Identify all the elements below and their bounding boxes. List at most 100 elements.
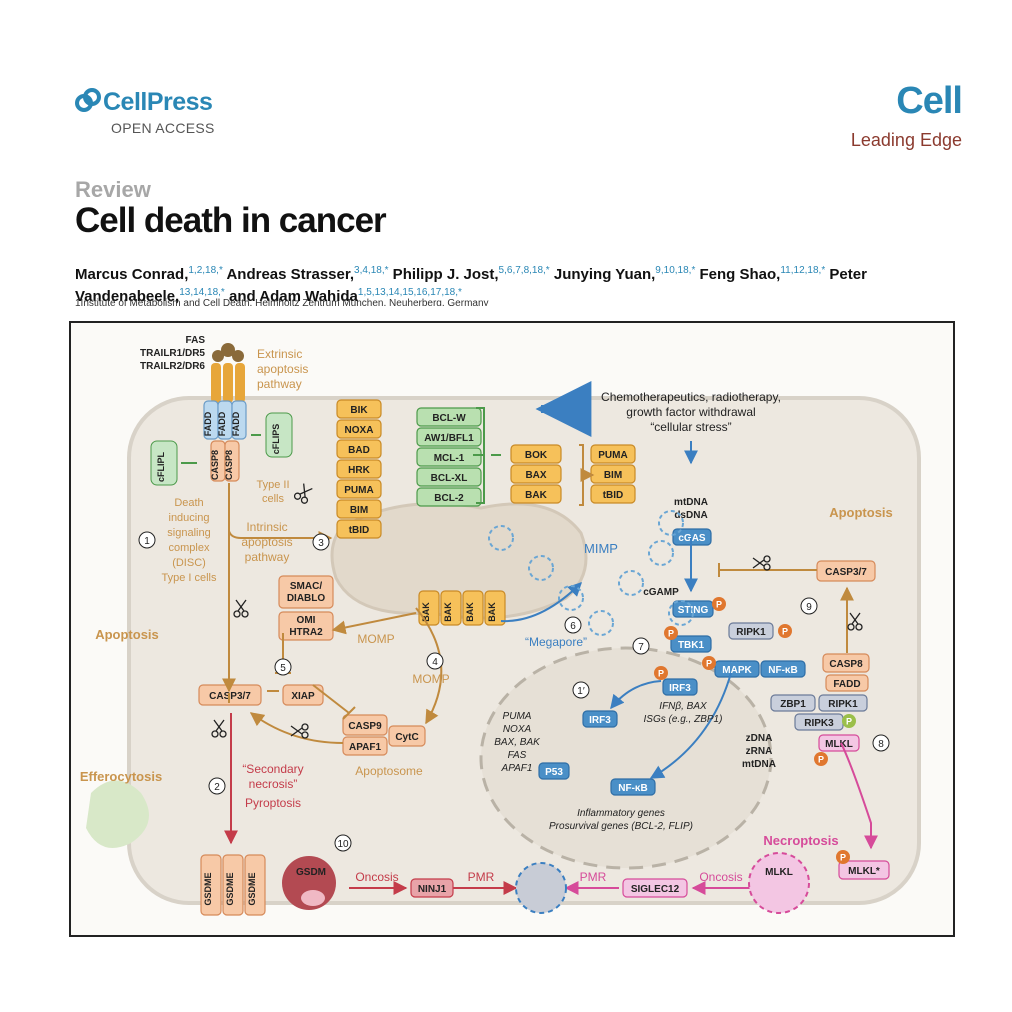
isg-label: ISGs (e.g., ZBP1) bbox=[644, 714, 723, 725]
fadd-box bbox=[231, 400, 247, 440]
bak-box bbox=[462, 590, 484, 626]
p53-box bbox=[538, 762, 570, 780]
secondary-necrosis-label: “Secondary bbox=[242, 762, 303, 776]
activator-box-label: PUMA bbox=[598, 450, 627, 461]
mlkl-star-box bbox=[838, 860, 890, 880]
antiapoptotic-box bbox=[416, 487, 482, 507]
cellpress-logo: CellPress bbox=[75, 88, 213, 117]
tbk1-box-label: TBK1 bbox=[678, 640, 705, 651]
step-number: 7 bbox=[638, 642, 644, 653]
disc-label: complex bbox=[169, 542, 210, 554]
receptor-label: FAS bbox=[186, 335, 206, 346]
casp8-box-label: CASP8 bbox=[210, 450, 220, 480]
author-affiliation-ref[interactable]: 13,14,18,* bbox=[179, 287, 225, 298]
effector-box bbox=[510, 464, 562, 484]
dna-ring bbox=[528, 555, 554, 581]
bak-box-label: BAK bbox=[421, 602, 431, 622]
antiapoptotic-box-label: MCL-1 bbox=[434, 453, 465, 464]
ripk1-box-label: RIPK1 bbox=[736, 627, 766, 638]
phosphate-label: P bbox=[706, 659, 712, 669]
intrinsic-pathway-label: apoptosis bbox=[241, 535, 292, 549]
author-name: Feng Shao, bbox=[695, 266, 781, 283]
author-affiliation-ref[interactable]: 9,10,18,* bbox=[655, 265, 696, 276]
step-number-marker bbox=[138, 531, 156, 549]
article-title: Cell death in cancer bbox=[75, 201, 387, 240]
author-name: Peter Vandenabeele, bbox=[75, 266, 867, 305]
step-number-marker bbox=[312, 533, 330, 551]
author-name: Philipp J. Jost, bbox=[388, 266, 499, 283]
mapk-box bbox=[714, 660, 760, 678]
cytc-box bbox=[388, 725, 426, 747]
irf3-nuclear-box bbox=[582, 710, 618, 728]
step-number-marker bbox=[632, 637, 650, 655]
scissors-icon bbox=[752, 555, 771, 571]
intrinsic-pathway-label: pathway bbox=[245, 550, 290, 564]
dna-source-label: mtDNA bbox=[674, 497, 708, 508]
fadd-box-label: FADD bbox=[231, 411, 241, 436]
bh3-protein-box-label: BIM bbox=[350, 505, 368, 516]
p53-target-label: FAS bbox=[508, 750, 527, 761]
apoptosis-label: Apoptosis bbox=[95, 627, 159, 642]
mapk-box-label: MAPK bbox=[722, 665, 752, 676]
type2-label: cells bbox=[262, 493, 285, 505]
cflip-s-label: cFLIPS bbox=[271, 424, 281, 455]
author-name: Andreas Strasser, bbox=[222, 266, 355, 283]
nfkb-nuclear-box bbox=[610, 778, 656, 796]
step-number-marker bbox=[426, 652, 444, 670]
step-number: 1 bbox=[144, 536, 150, 547]
omi-label: HTRA2 bbox=[289, 627, 323, 638]
author-name: and Adam Wahida bbox=[224, 288, 358, 305]
antiapoptotic-box bbox=[416, 467, 482, 487]
antiapoptotic-box bbox=[416, 447, 482, 467]
siglec12-box bbox=[622, 878, 688, 898]
step-number: 9 bbox=[806, 602, 812, 613]
momp-label: MOMP bbox=[412, 672, 449, 686]
author-affiliation-ref[interactable]: 1,5,13,14,15,16,17,18,* bbox=[357, 287, 462, 298]
mimp-label: MIMP bbox=[584, 541, 618, 556]
dna-source-label: dsDNA bbox=[674, 510, 707, 521]
nfkb-box-label: NF-κB bbox=[768, 665, 797, 676]
author-affiliation-ref[interactable]: 11,12,18,* bbox=[780, 265, 826, 276]
bh3-protein-box-label: BAD bbox=[348, 445, 370, 456]
cflip-l-label: cFLIPL bbox=[156, 452, 166, 483]
cgas-box-label: cGAS bbox=[678, 533, 706, 544]
step-number: 3 bbox=[318, 538, 324, 549]
gsdm-label: GSDM bbox=[296, 867, 326, 878]
stress-label: growth factor withdrawal bbox=[626, 405, 755, 419]
author-affiliation-ref[interactable]: 3,4,18,* bbox=[354, 265, 389, 276]
receptor-label: TRAILR1/DR5 bbox=[140, 348, 205, 359]
p53-target-label: PUMA bbox=[503, 711, 532, 722]
casp9-box-label: CASP9 bbox=[348, 721, 382, 732]
scissors-icon bbox=[847, 612, 863, 631]
phosphate-badge bbox=[814, 752, 828, 766]
ninj1-box-label: NINJ1 bbox=[418, 884, 447, 895]
antiapoptotic-box bbox=[416, 407, 482, 427]
bh3-protein-box bbox=[336, 399, 382, 419]
irf3-nuclear-box-label: IRF3 bbox=[589, 715, 611, 726]
author-list: Marcus Conrad,1,2,18,* Andreas Strasser,… bbox=[75, 262, 955, 306]
cflip-s-box bbox=[265, 412, 293, 458]
disc-label: signaling bbox=[167, 527, 210, 539]
phosphate-badge bbox=[702, 656, 716, 670]
casp8-box bbox=[822, 653, 870, 673]
step-number: 5 bbox=[280, 663, 286, 674]
casp8-box-label: CASP8 bbox=[829, 659, 863, 670]
scissors-icon bbox=[293, 483, 313, 504]
phosphate-label: P bbox=[668, 629, 674, 639]
step-number-marker bbox=[872, 734, 890, 752]
bh3-protein-box bbox=[336, 439, 382, 459]
author-affiliation-ref[interactable]: 1,2,18,* bbox=[188, 265, 223, 276]
nfkb-nuclear-box-label: NF-κB bbox=[618, 783, 647, 794]
p53-box-label: P53 bbox=[545, 767, 563, 778]
casp37-box-label: CASP3/7 bbox=[209, 691, 251, 702]
activator-box bbox=[590, 484, 636, 504]
step-number-marker bbox=[572, 681, 590, 699]
necroptotic-cell bbox=[748, 852, 810, 914]
gsdme-box bbox=[200, 854, 222, 916]
bh3-protein-box-label: HRK bbox=[348, 465, 370, 476]
phosphate-badge bbox=[654, 666, 668, 680]
step-number: 10 bbox=[337, 839, 349, 850]
author-affiliation-ref[interactable]: 5,6,7,8,18,* bbox=[498, 265, 550, 276]
cgamp-label: cGAMP bbox=[643, 587, 679, 598]
bak-box-label: BAK bbox=[465, 602, 475, 622]
